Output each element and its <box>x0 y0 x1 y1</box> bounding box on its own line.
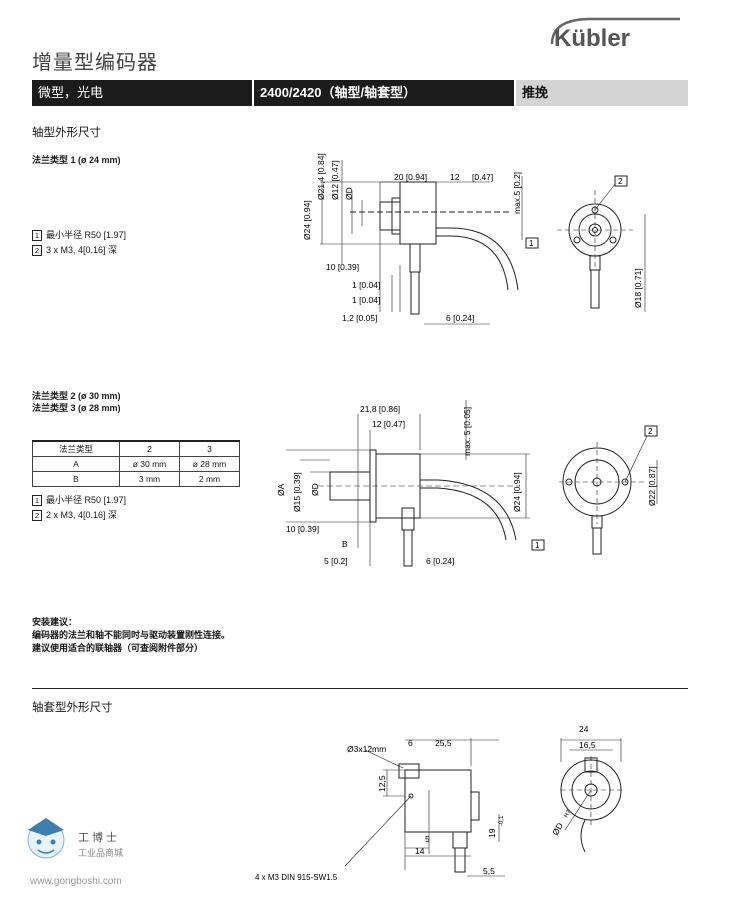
dim-label: 5 <box>425 834 430 844</box>
page-title: 增量型编码器 <box>32 52 158 74</box>
dim-label: max. 5 [0.05] <box>462 407 472 456</box>
note-text: 3 x M3, 4[0.16] 深 <box>46 245 118 255</box>
watermark-url: www.gongboshi.com <box>30 876 122 887</box>
callout-number: 1 <box>529 239 534 248</box>
hollow-side-drawing: Ø3x12mm 6 25,5 12,5 5 14 19 -0,1 5,5 4 x… <box>255 738 505 882</box>
callout-number: 2 <box>648 427 653 436</box>
dim-tolerance: H7 <box>564 809 573 819</box>
install-line: 编码器的法兰和轴不能同时与驱动装置刚性连接。 <box>32 630 231 640</box>
dim-label: 12 <box>450 172 460 182</box>
flange3-label: 法兰类型 3 (ø 28 mm) <box>32 403 121 413</box>
flange-table: 法兰类型 2 3 A ø 30 mm ø 28 mm B 3 mm 2 mm <box>32 440 240 487</box>
dim-label: 21,8 [0.86] <box>360 404 400 414</box>
hollow-heading: 轴套型外形尺寸 <box>32 702 113 714</box>
watermark-sub: 工业品商城 <box>78 848 124 858</box>
dim-label: ØD <box>310 483 320 496</box>
screw-note: 4 x M3 DIN 915-SW1.5 <box>255 873 338 882</box>
dim-label: 6 [0.24] <box>426 556 454 566</box>
flange1-side-drawing: Ø24 [0.94] Ø21,4 [0.84] Ø12 [0.47] ØD 20… <box>302 153 539 325</box>
table-cell: 3 mm <box>119 471 180 487</box>
bar-model: 2400/2420（轴型/轴套型） <box>252 80 514 106</box>
bar-output: 推挽 <box>514 80 688 106</box>
callout-number: 1 <box>535 541 540 550</box>
dim-label: Ø12 [0.47] <box>330 160 340 200</box>
bar-type: 微型，光电 <box>32 80 252 106</box>
dim-label: 24 <box>579 724 589 734</box>
flange23-side-drawing: 21,8 [0.86] 12 [0.47] max. 5 [0.05] ØA Ø… <box>276 400 545 567</box>
dim-label: 6 <box>408 738 413 748</box>
dim-label: ØA <box>276 483 286 496</box>
dim-label: Ø21,4 [0.84] <box>316 153 326 200</box>
product-bar: 微型，光电 2400/2420（轴型/轴套型） 推挽 <box>32 80 688 106</box>
dim-label: [0.47] <box>472 172 493 182</box>
callout-number: 2 <box>618 177 623 186</box>
install-line: 建议使用适合的联轴器（可查阅附件部分） <box>32 643 204 653</box>
hollow-front-drawing: 24 16,5 ØD H7 <box>550 724 625 853</box>
table-header-row: 法兰类型 2 3 <box>32 440 240 457</box>
dim-tolerance: -0,1 <box>499 815 505 826</box>
dim-label: ØD <box>344 187 354 200</box>
note-text: 最小半径 R50 [1.97] <box>46 495 127 505</box>
flange2-label: 法兰类型 2 (ø 30 mm) <box>32 391 121 401</box>
flange23-front-drawing: 2 Ø22 [0.87] <box>559 425 658 555</box>
flange1-label: 法兰类型 1 (ø 24 mm) <box>32 155 121 165</box>
dim-label: 12,5 <box>377 775 387 792</box>
dim-label: 10 [0.39] <box>286 524 319 534</box>
note-number: 2 <box>32 245 42 257</box>
flange23-labels: 法兰类型 2 (ø 30 mm) 法兰类型 3 (ø 28 mm) <box>32 390 121 414</box>
dim-label: 5 [0.2] <box>324 556 348 566</box>
dim-label: ØD <box>550 821 565 837</box>
table-cell: 2 <box>119 440 180 457</box>
note-text: 最小半径 R50 [1.97] <box>46 230 127 240</box>
table-cell: 2 mm <box>179 471 240 487</box>
note-number: 1 <box>32 230 42 242</box>
table-cell: A <box>32 456 120 472</box>
mascot-icon <box>27 818 65 859</box>
dim-label: Ø18 [0.71] <box>633 268 643 308</box>
dim-label: Ø3x12mm <box>347 744 386 754</box>
dim-label: 20 [0.94] <box>394 172 427 182</box>
dim-label: Ø24 [0.94] <box>302 200 312 240</box>
table-cell: 法兰类型 <box>32 440 120 457</box>
install-title: 安装建议： <box>32 617 78 627</box>
flange23-notes: 1 最小半径 R50 [1.97] 2 2 x M3, 4[0.16] 深 <box>32 494 126 522</box>
table-cell: B <box>32 471 120 487</box>
note-text: 2 x M3, 4[0.16] 深 <box>46 510 118 520</box>
table-row: B 3 mm 2 mm <box>32 471 240 487</box>
dim-label: 12 [0.47] <box>372 419 405 429</box>
dim-label: 16,5 <box>579 740 596 750</box>
install-advice: 安装建议： 编码器的法兰和轴不能同时与驱动装置刚性连接。 建议使用适合的联轴器（… <box>32 616 230 655</box>
dim-label: Ø22 [0.87] <box>647 466 657 506</box>
dim-label: 10 [0.39] <box>326 262 359 272</box>
flange1-notes: 1 最小半径 R50 [1.97] 2 3 x M3, 4[0.16] 深 <box>32 229 126 257</box>
note-number: 1 <box>32 495 42 507</box>
dim-label: 25,5 <box>435 738 452 748</box>
dim-label: 1,2 [0.05] <box>342 313 377 323</box>
shaft-heading: 轴型外形尺寸 <box>32 127 101 139</box>
table-row: A ø 30 mm ø 28 mm <box>32 456 240 472</box>
dim-label: 5,5 <box>483 866 495 876</box>
table-cell: 3 <box>179 440 240 457</box>
watermark-brand: 工博士 <box>78 832 120 844</box>
dim-label: 1 [0.04] <box>352 280 380 290</box>
dim-label: 1 [0.04] <box>352 295 380 305</box>
dim-label: max.5 [0.2] <box>512 172 522 214</box>
dim-label: 19 <box>487 828 497 838</box>
dim-label: Ø15 [0.39] <box>292 472 302 512</box>
note-number: 2 <box>32 510 42 522</box>
kubler-logo: Kübler <box>548 14 688 54</box>
dim-label: 6 [0.24] <box>446 313 474 323</box>
dim-label: 14 <box>415 846 425 856</box>
table-cell: ø 30 mm <box>119 456 180 472</box>
section-divider <box>32 688 688 689</box>
svg-text:Kübler: Kübler <box>554 25 630 52</box>
dim-label: Ø24 [0.94] <box>512 472 522 512</box>
dim-label: B <box>342 539 348 549</box>
flange1-front-drawing: 2 Ø18 [0.71] <box>557 175 646 312</box>
table-cell: ø 28 mm <box>179 456 240 472</box>
